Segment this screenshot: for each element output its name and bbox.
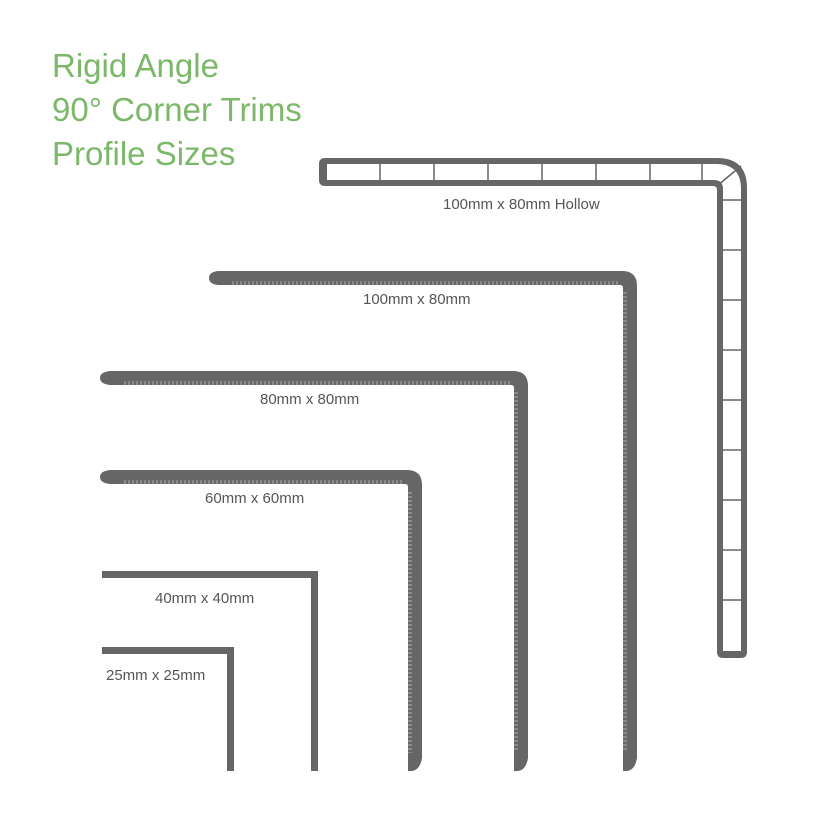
title-line-3: Profile Sizes [52, 135, 236, 172]
hollow-profile-cells [379, 164, 742, 601]
profile-solid-100x80 [209, 271, 637, 771]
hollow-profile-outer [319, 158, 747, 658]
thin-25x25-shape [102, 647, 234, 771]
serration-side [408, 491, 412, 753]
profile-thin-25x25 [102, 647, 234, 771]
label-solid-60x60: 60mm x 60mm [205, 490, 305, 507]
solid-100x80-shape [209, 271, 637, 771]
serration-top [122, 381, 510, 385]
profile-solid-60x60 [100, 470, 422, 771]
label-thin-40x40: 40mm x 40mm [155, 590, 255, 607]
label-hollow-100x80: 100mm x 80mm Hollow [443, 196, 600, 213]
title-line-1: Rigid Angle [52, 47, 219, 84]
serration-top [230, 281, 618, 285]
serration-side [623, 292, 627, 752]
profile-hollow-100x80 [319, 158, 747, 658]
serration-side [514, 392, 518, 752]
title-line-2: 90° Corner Trims [52, 91, 302, 128]
profile-solid-80x80 [100, 371, 528, 771]
solid-60x60-shape [100, 470, 422, 771]
label-solid-80x80: 80mm x 80mm [260, 391, 360, 408]
label-thin-25x25: 25mm x 25mm [106, 667, 206, 684]
serration-top [122, 480, 404, 484]
label-solid-100x80: 100mm x 80mm [363, 291, 471, 308]
hollow-profile-inner [327, 164, 741, 651]
